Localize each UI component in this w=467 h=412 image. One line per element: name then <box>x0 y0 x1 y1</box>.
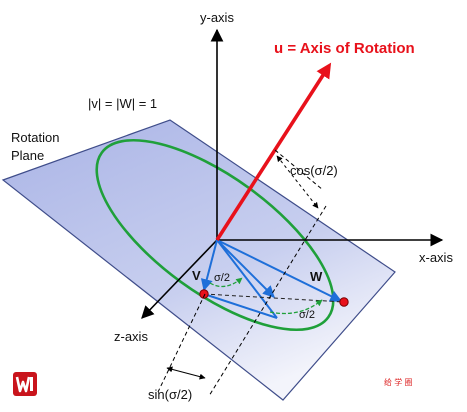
angle-label-2: σ/2 <box>299 309 315 321</box>
angle-arc-1 <box>209 277 243 288</box>
guide-cos-dim <box>276 155 319 209</box>
guide-sin-dim <box>166 366 206 380</box>
axis-of-rotation-label: u = Axis of Rotation <box>274 40 415 57</box>
vector-mid <box>216 239 275 298</box>
guide-w-down <box>208 205 327 397</box>
vector-lower <box>216 239 278 319</box>
rotation-plane <box>1 119 396 401</box>
point-w <box>339 297 349 307</box>
vector-chord <box>203 293 278 319</box>
norm-label: |v| = |W| = 1 <box>88 96 157 111</box>
rotation-plane-label-line2: Plane <box>11 148 44 163</box>
vector-v-label: V <box>192 268 201 283</box>
logo-w-glyph <box>15 376 33 393</box>
rotation-plane-label-line1: Rotation <box>11 130 59 145</box>
vector-w <box>216 239 343 302</box>
logo-w-icon <box>13 372 37 396</box>
axis-of-rotation-arrow <box>215 62 332 241</box>
angle-label-1: σ/2 <box>214 272 230 284</box>
z-axis-label: z-axis <box>114 329 148 344</box>
sin-half-label: sin(σ/2) <box>148 387 192 402</box>
cos-half-label: cos(σ/2) <box>290 163 338 178</box>
vector-v <box>200 239 218 292</box>
vector-w-label: W <box>310 269 323 284</box>
watermark-text: 给 学 圈 <box>384 377 412 387</box>
y-axis-label: y-axis <box>200 10 234 25</box>
angle-arc-2 <box>269 299 323 315</box>
z-axis-line <box>141 239 218 319</box>
chord-v-w <box>203 293 345 303</box>
x-axis-label: x-axis <box>419 250 453 265</box>
point-v <box>199 289 209 299</box>
